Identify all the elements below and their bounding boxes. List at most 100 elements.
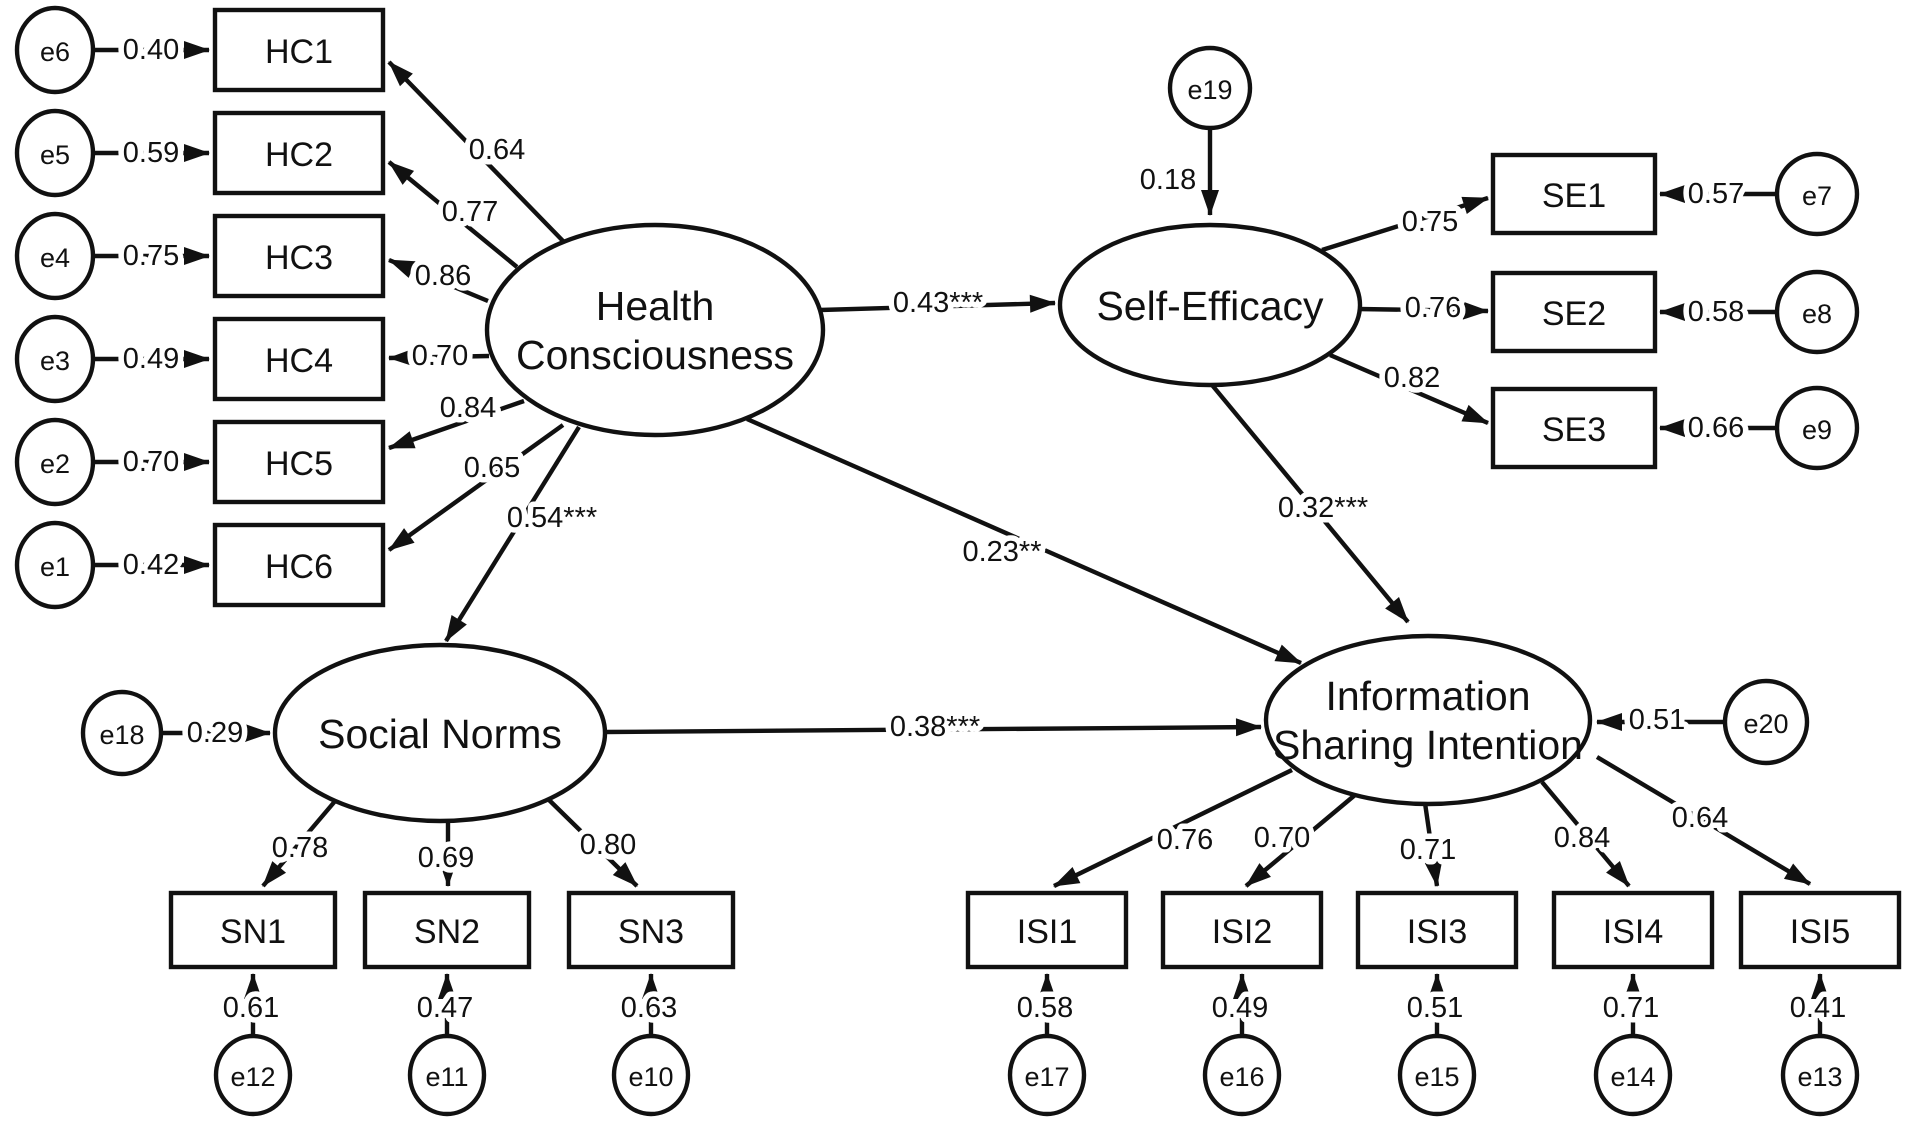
error-e9-label: e9 <box>1802 415 1832 445</box>
error-e6-circle <box>14 5 96 95</box>
error-e3-circle <box>14 314 96 404</box>
latent-hc-ellipse <box>484 222 826 438</box>
edge-hc-isi <box>746 416 1302 666</box>
error-e10: e10 <box>611 1033 691 1117</box>
error-e1-circle <box>14 520 96 610</box>
indicator-se2-box <box>1490 270 1658 354</box>
error-e14-circle <box>1593 1033 1673 1117</box>
edge-label-e18-sn: 0.29 <box>187 717 243 749</box>
indicator-sn3: SN3 <box>566 890 736 970</box>
indicator-isi4-label: ISI4 <box>1603 913 1663 951</box>
error-e13-circle <box>1780 1033 1860 1117</box>
indicator-isi4-box <box>1551 890 1715 970</box>
edge-labels-layer: 0.400.590.750.490.700.420.640.770.860.70… <box>117 29 1851 1030</box>
indicator-hc6-label: HC6 <box>265 548 333 586</box>
indicator-sn1-box <box>168 890 338 970</box>
indicator-hc2-box <box>212 110 386 196</box>
indicator-isi2: ISI2 <box>1160 890 1324 970</box>
error-e1-label: e1 <box>40 552 70 582</box>
edge-label-e3-hc4: 0.49 <box>123 343 179 375</box>
error-e5-label: e5 <box>40 140 70 170</box>
edge-label-e20-isi: 0.51 <box>1629 704 1685 736</box>
indicator-sn1: SN1 <box>168 890 338 970</box>
edge-label-e17-isi1: 0.58 <box>1017 992 1073 1024</box>
edge-isi-isi2 <box>1244 793 1357 888</box>
error-e20-circle <box>1722 678 1810 766</box>
edges-layer <box>93 41 1829 1036</box>
edge-se-isi <box>1210 383 1410 624</box>
error-e12-circle <box>213 1033 293 1117</box>
indicator-hc4: HC4 <box>212 316 386 402</box>
edge-label-sn-sn2: 0.69 <box>418 842 474 874</box>
edge-hc-hc1 <box>387 60 565 243</box>
indicator-hc1-label: HC1 <box>265 33 333 71</box>
edge-label-e5-hc2: 0.59 <box>123 137 179 169</box>
edge-label-se-se3: 0.82 <box>1384 362 1440 394</box>
error-e8: e8 <box>1774 269 1860 355</box>
latent-sn: Social Norms <box>272 642 608 824</box>
edge-isi-isi4 <box>1540 780 1631 888</box>
edge-label-e15-isi3: 0.51 <box>1407 992 1463 1024</box>
error-e15-label: e15 <box>1414 1062 1459 1092</box>
latent-sn-label: Social Norms <box>318 711 562 757</box>
error-e11-circle <box>407 1033 487 1117</box>
edge-label-e14-isi4: 0.71 <box>1603 992 1659 1024</box>
indicator-hc3-box <box>212 213 386 299</box>
error-e9-circle <box>1774 385 1860 471</box>
edge-label-hc-isi: 0.23** <box>962 536 1041 568</box>
error-e19-circle <box>1167 45 1253 131</box>
edge-isi-isi1 <box>1053 768 1293 888</box>
error-e4: e4 <box>14 211 96 301</box>
edge-label-hc-hc1: 0.64 <box>469 134 525 166</box>
edge-label-e16-isi2: 0.49 <box>1212 992 1268 1024</box>
edge-label-hc-hc3: 0.86 <box>415 260 471 292</box>
edge-label-hc-sn: 0.54*** <box>507 502 597 534</box>
error-e9: e9 <box>1774 385 1860 471</box>
indicator-isi1-label: ISI1 <box>1017 913 1077 951</box>
indicator-hc3-label: HC3 <box>265 239 333 277</box>
edge-label-isi-isi4: 0.84 <box>1554 822 1610 854</box>
indicator-se3-box <box>1490 386 1658 470</box>
indicator-isi5-label: ISI5 <box>1790 913 1850 951</box>
indicator-hc5-box <box>212 419 386 505</box>
error-e3-label: e3 <box>40 346 70 376</box>
latent-se: Self-Efficacy <box>1057 222 1363 388</box>
edge-sn-sn3 <box>545 796 639 888</box>
edge-label-sn-sn1: 0.78 <box>272 832 328 864</box>
indicator-isi4: ISI4 <box>1551 890 1715 970</box>
error-e16-circle <box>1202 1033 1282 1117</box>
indicator-hc2: HC2 <box>212 110 386 196</box>
edge-label-e13-isi5: 0.41 <box>1790 992 1846 1024</box>
edge-isi-isi5 <box>1595 755 1812 886</box>
indicator-isi1-box <box>965 890 1129 970</box>
error-e13: e13 <box>1780 1033 1860 1117</box>
edge-sn-isi <box>604 718 1262 737</box>
edge-label-e19-se: 0.18 <box>1140 164 1196 196</box>
indicator-isi2-label: ISI2 <box>1212 913 1272 951</box>
edge-hc-se <box>819 294 1056 313</box>
error-e19: e19 <box>1167 45 1253 131</box>
indicator-se1-label: SE1 <box>1542 177 1606 215</box>
edge-se-se3 <box>1329 352 1489 426</box>
edge-label-sn-isi: 0.38*** <box>890 711 980 743</box>
error-e2-circle <box>14 417 96 507</box>
latent-hc-label: Health <box>596 283 715 329</box>
error-e15-circle <box>1397 1033 1477 1117</box>
indicator-hc4-box <box>212 316 386 402</box>
edge-hc-hc6 <box>387 423 565 552</box>
error-e17: e17 <box>1007 1033 1087 1117</box>
indicator-sn2: SN2 <box>362 890 532 970</box>
error-e10-circle <box>611 1033 691 1117</box>
error-e5-circle <box>14 108 96 198</box>
edge-hc-hc3 <box>388 257 489 304</box>
error-e8-circle <box>1774 269 1860 355</box>
error-e7-circle <box>1774 151 1860 237</box>
edge-se-se1 <box>1321 195 1489 253</box>
error-e18-label: e18 <box>99 720 144 750</box>
indicator-se2: SE2 <box>1490 270 1658 354</box>
error-e13-label: e13 <box>1797 1062 1842 1092</box>
indicator-isi5: ISI5 <box>1738 890 1902 970</box>
